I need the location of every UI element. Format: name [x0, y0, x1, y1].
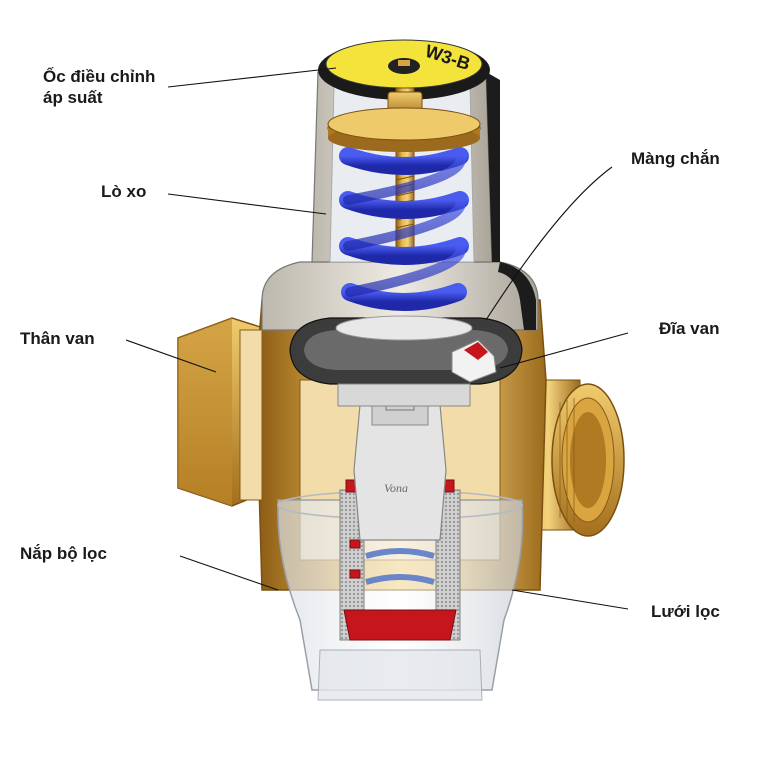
leader-valve-body [125, 339, 217, 373]
label-valve-body: Thân van [20, 329, 95, 348]
label-spring: Lò xo [101, 182, 147, 201]
leader-filter-mesh [511, 589, 629, 610]
main-spring [339, 147, 469, 311]
label-pressure-screw-line2: áp suất [43, 88, 103, 107]
brand-marking: Vona [384, 481, 408, 495]
leader-lines [125, 67, 629, 610]
filter-cap [277, 490, 524, 701]
leader-valve-disc [499, 332, 629, 369]
leader-diaphragm [485, 166, 613, 321]
label-filter-mesh: Lưới lọc [651, 602, 720, 621]
label-pressure-screw: Ốc điều chỉnh áp suất [43, 66, 155, 108]
label-valve-disc: Đĩa van [659, 319, 720, 338]
leader-pressure-screw [167, 67, 337, 88]
adjustment-cap: W3-B [318, 39, 490, 100]
label-filter-cap: Nắp bộ lọc [20, 544, 107, 563]
leader-filter-cap [179, 555, 279, 591]
valve-disc-part [451, 339, 497, 383]
label-pressure-screw-line1: Ốc điều chỉnh [43, 67, 156, 86]
leader-spring [167, 193, 327, 215]
label-diaphragm: Màng chắn [631, 149, 720, 168]
